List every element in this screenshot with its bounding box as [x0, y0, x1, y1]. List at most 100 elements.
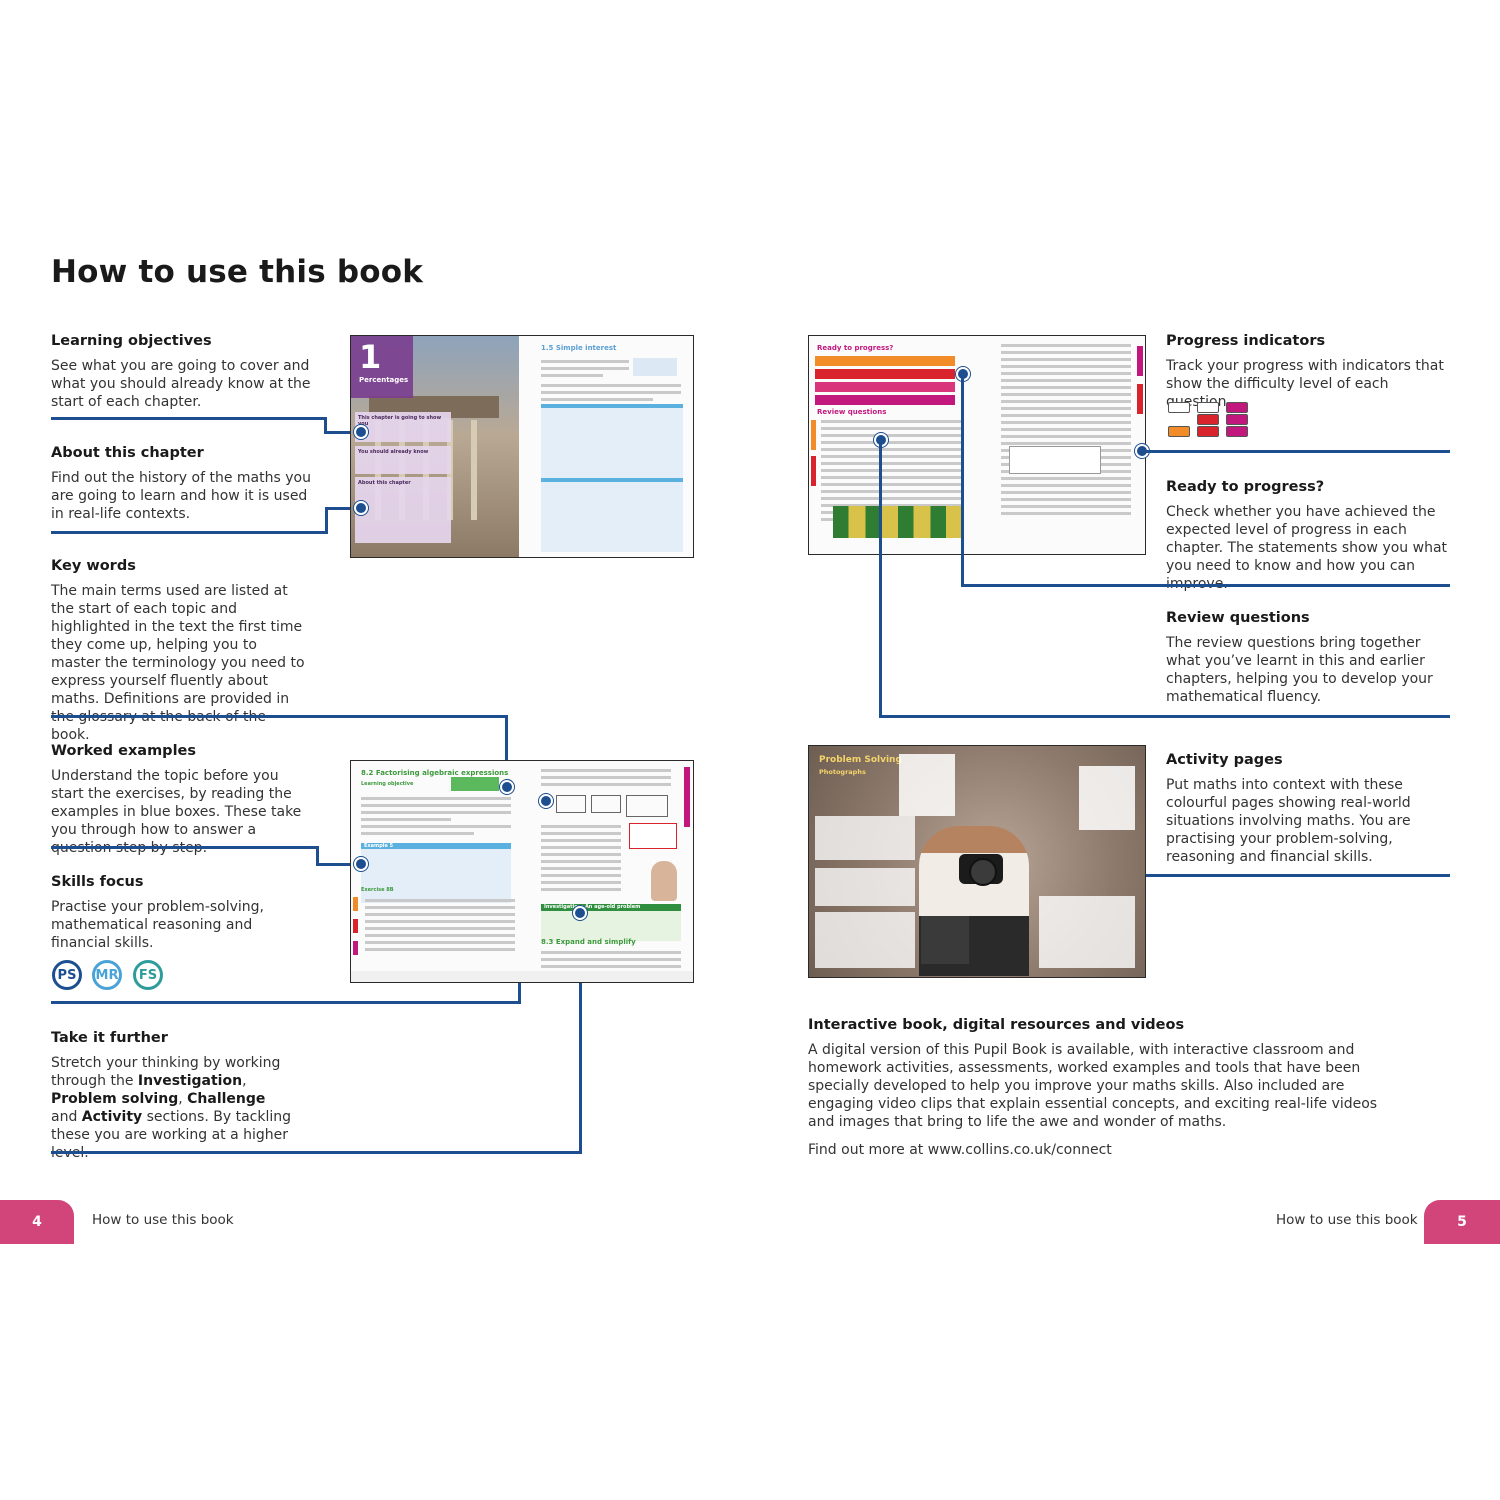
- progress-indicator-magenta: [1226, 426, 1248, 437]
- learning-objectives-text: See what you are going to cover and what…: [51, 358, 311, 410]
- key-words-box: [451, 777, 499, 791]
- footer-text-right: How to use this book: [1276, 1212, 1418, 1228]
- connector-rule-worked-examples: [51, 846, 318, 849]
- connector-rule-about-chapter: [325, 507, 361, 510]
- connector-rule-about-chapter: [325, 508, 328, 534]
- connector-rule-review-questions: [879, 438, 882, 718]
- text-lines: [361, 797, 511, 839]
- camera-lens: [969, 858, 997, 886]
- review-questions-text: The review questions bring together what…: [1166, 635, 1433, 705]
- chapter-prior-knowledge-box: You should already know: [355, 446, 451, 474]
- connector-rule-about-chapter: [51, 531, 328, 534]
- progress-indicator-empty: [1197, 402, 1219, 413]
- connector-rule-worked-examples: [316, 863, 361, 866]
- progress-bar-magenta: [815, 395, 955, 405]
- progress-indicators-section: Progress indicators Track your progress …: [1166, 333, 1456, 411]
- key-words-text: The main terms used are listed at the st…: [51, 583, 305, 743]
- connector-rule-activity-pages: [1145, 874, 1450, 877]
- answer-box: [629, 823, 677, 849]
- worked-example-box: [541, 478, 683, 552]
- connector-rule-learning-objectives: [324, 431, 361, 434]
- text-lines: [1001, 344, 1131, 519]
- example-label: Example 5: [364, 843, 394, 849]
- connector-dot: [354, 857, 368, 871]
- rectangle-figure: [591, 795, 621, 813]
- learning-objective-label: Learning objective: [361, 781, 414, 787]
- interactive-text: A digital version of this Pupil Book is …: [808, 1042, 1378, 1130]
- chapter-title: Percentages: [359, 376, 409, 384]
- progress-indicator-red: [1197, 414, 1219, 425]
- question-box: [815, 868, 915, 906]
- question-box: [815, 912, 915, 968]
- learning-objectives-section: Learning objectives See what you are goi…: [51, 333, 321, 411]
- activity-data-table: [899, 754, 955, 816]
- connector-dot: [354, 425, 368, 439]
- worked-examples-section: Worked examples Understand the topic bef…: [51, 743, 313, 857]
- worked-example-box: Example 5: [361, 843, 511, 903]
- learning-objectives-heading: Learning objectives: [51, 333, 212, 349]
- progress-bar-red: [815, 369, 955, 379]
- page-title: How to use this book: [51, 254, 424, 290]
- connector-rule-progress-indicators: [1138, 450, 1450, 453]
- side-tab: [1137, 346, 1143, 376]
- text-lines: [541, 384, 681, 405]
- connector-rule-worked-examples: [316, 846, 319, 866]
- about-chapter-heading: About this chapter: [51, 445, 204, 461]
- skill-badge-fs: FS: [133, 960, 163, 990]
- about-chapter-text: Find out the history of the maths you ar…: [51, 470, 311, 522]
- side-tab: [684, 767, 690, 827]
- progress-indicators-text: Track your progress with indicators that…: [1166, 358, 1444, 410]
- algebra-topic-heading: 8.2 Factorising algebraic expressions: [361, 769, 509, 777]
- progress-bar: [811, 420, 816, 450]
- connector-dot: [539, 794, 553, 808]
- connector-rule-learning-objectives: [51, 417, 326, 420]
- page-number-tab-left: 4: [0, 1200, 74, 1244]
- progress-indicator-empty: [1168, 402, 1190, 413]
- cartoon-person: [651, 861, 677, 901]
- review-spread-thumbnail: Ready to progress? Review questions: [808, 335, 1146, 555]
- key-words-heading: Key words: [51, 558, 136, 574]
- connector-rule-take-it-further: [579, 912, 582, 1154]
- key-words-box: [633, 358, 677, 376]
- progress-bar-pink: [815, 382, 955, 392]
- chapter-number: 1: [359, 338, 382, 376]
- worked-example-box: [541, 404, 683, 478]
- progress-indicator-magenta: [1226, 414, 1248, 425]
- progress-bar-orange: [815, 356, 955, 366]
- connector-dot: [573, 906, 587, 920]
- connector-rule-ready-to-progress: [961, 372, 964, 587]
- side-tab: [1137, 384, 1143, 414]
- question-box: [1039, 896, 1135, 968]
- exercise-label: Exercise 8B: [361, 887, 394, 893]
- topic-heading: 1.5 Simple interest: [541, 344, 617, 352]
- skills-focus-section: Skills focus Practise your problem-solvi…: [51, 874, 313, 952]
- ready-to-progress-heading: Ready to progress?: [1166, 479, 1325, 495]
- chapter-number-block: [351, 336, 413, 398]
- collins-link-line[interactable]: Find out more at www.collins.co.uk/conne…: [808, 1142, 1112, 1158]
- connector-rule-key-words: [505, 715, 508, 787]
- connector-rule-key-words: [51, 715, 508, 718]
- connector-rule-review-questions: [879, 715, 1450, 718]
- ready-to-progress-section: Ready to progress? Check whether you hav…: [1166, 479, 1456, 593]
- text-lines: [541, 360, 629, 381]
- connector-rule-skills-focus: [51, 1001, 521, 1004]
- take-it-further-section: Take it further Stretch your thinking by…: [51, 1030, 296, 1162]
- page-footer-strip: [351, 971, 693, 982]
- worked-examples-heading: Worked examples: [51, 743, 196, 759]
- activity-pages-heading: Activity pages: [1166, 752, 1283, 768]
- progress-indicators-heading: Progress indicators: [1166, 333, 1326, 349]
- data-table: [1009, 446, 1101, 474]
- chapter-opener-thumbnail: 1 Percentages This chapter is going to s…: [350, 335, 694, 558]
- connector-rule-take-it-further: [51, 1151, 582, 1154]
- review-questions-section: Review questions The review questions br…: [1166, 610, 1451, 706]
- activity-pages-text: Put maths into context with these colour…: [1166, 777, 1411, 865]
- tins-photo: [833, 506, 963, 538]
- chapter-goals-box: This chapter is going to show you: [355, 412, 451, 442]
- algebra-spread-thumbnail: 8.2 Factorising algebraic expressions Le…: [350, 760, 694, 983]
- progress-bar: [353, 897, 358, 911]
- progress-indicator-red: [1197, 426, 1219, 437]
- worked-examples-text: Understand the topic before you start th…: [51, 768, 302, 856]
- footer-text-left: How to use this book: [92, 1212, 234, 1228]
- ready-to-progress-heading: Ready to progress?: [817, 344, 894, 352]
- skill-badge-ps: PS: [52, 960, 82, 990]
